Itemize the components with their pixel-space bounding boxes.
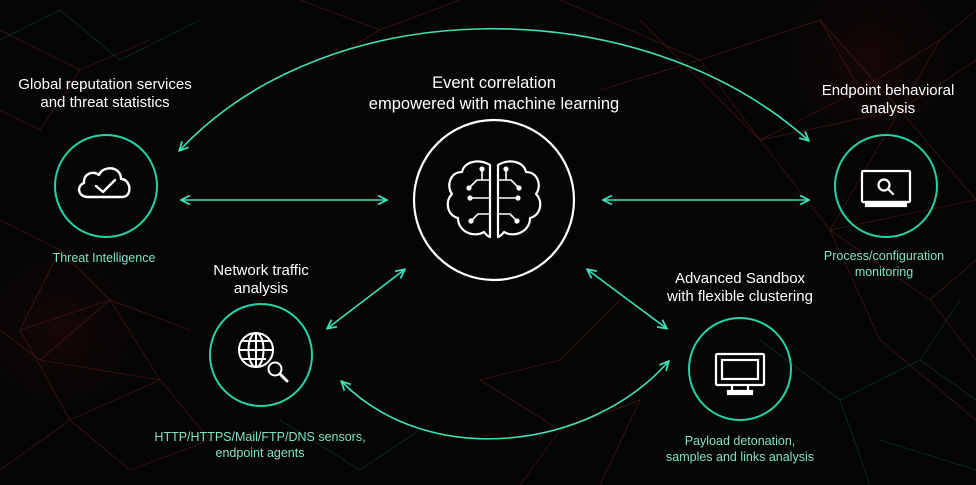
arc-network-sandbox bbox=[342, 362, 668, 440]
global-title-line1: Global reputation services bbox=[18, 76, 192, 93]
connectors bbox=[180, 27, 808, 440]
global-node-title: Global reputation services and threat st… bbox=[0, 76, 210, 112]
network-caption-line2: endpoint agents bbox=[215, 446, 305, 460]
sandbox-node-caption: Payload detonation, samples and links an… bbox=[634, 433, 846, 465]
background-network-teal bbox=[0, 9, 976, 485]
sandbox-node-circle bbox=[688, 317, 792, 421]
center-title-line2: empowered with machine learning bbox=[368, 95, 620, 113]
endpoint-title-line2: analysis bbox=[860, 100, 916, 117]
arrow-center-sandbox bbox=[588, 270, 666, 328]
endpoint-title-line1: Endpoint behavioral bbox=[821, 82, 955, 99]
arc-global-to-endpoint bbox=[180, 27, 808, 150]
endpoint-node-circle bbox=[834, 134, 938, 238]
global-node-caption: Threat Intelligence bbox=[52, 251, 156, 265]
network-title-line1: Network traffic bbox=[213, 262, 309, 279]
endpoint-node-title: Endpoint behavioral analysis bbox=[800, 82, 976, 118]
brain-circuit-icon bbox=[446, 160, 542, 239]
center-title-line1: Event correlation bbox=[432, 74, 556, 92]
center-node-circle bbox=[412, 118, 576, 282]
network-title-line2: analysis bbox=[233, 280, 289, 297]
global-title-line2: and threat statistics bbox=[40, 94, 170, 111]
arrow-network-center bbox=[328, 270, 404, 328]
network-node-caption: HTTP/HTTPS/Mail/FTP/DNS sensors, endpoin… bbox=[130, 429, 390, 461]
monitor-search-icon bbox=[860, 169, 912, 208]
endpoint-caption-line1: Process/configuration bbox=[823, 249, 945, 263]
monitor-icon bbox=[714, 352, 766, 396]
cloud-check-icon bbox=[77, 167, 131, 199]
network-node-circle bbox=[209, 303, 313, 407]
global-node-circle bbox=[54, 134, 158, 238]
sandbox-title-line2: with flexible clustering bbox=[667, 288, 813, 305]
sandbox-node-title: Advanced Sandbox with flexible clusterin… bbox=[640, 270, 840, 306]
center-title: Event correlation empowered with machine… bbox=[344, 73, 644, 115]
network-node-title: Network traffic analysis bbox=[186, 262, 336, 298]
sandbox-caption-line1: Payload detonation, bbox=[684, 434, 796, 448]
endpoint-node-caption: Process/configuration monitoring bbox=[796, 248, 972, 280]
sandbox-caption-line2: samples and links analysis bbox=[666, 450, 814, 464]
sandbox-title-line1: Advanced Sandbox bbox=[674, 270, 806, 287]
globe-search-icon bbox=[238, 332, 289, 383]
endpoint-caption-line2: monitoring bbox=[854, 265, 914, 279]
network-caption-line1: HTTP/HTTPS/Mail/FTP/DNS sensors, bbox=[154, 430, 366, 444]
